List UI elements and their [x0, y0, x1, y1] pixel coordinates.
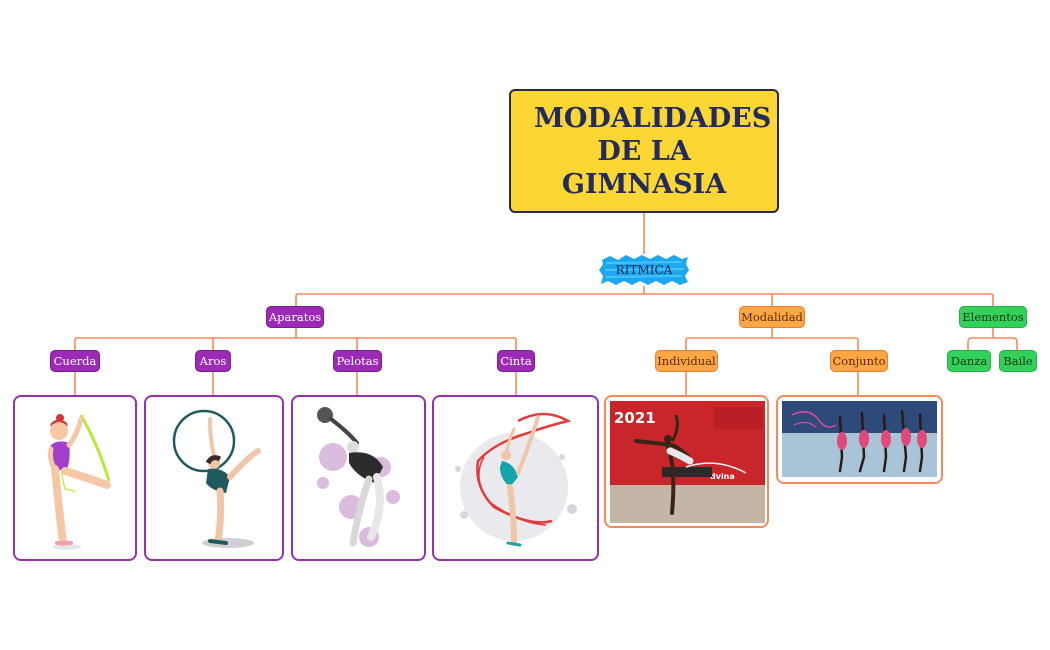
cinta-image[interactable]	[432, 395, 599, 561]
node-baile-label: Baile	[1003, 354, 1033, 368]
node-danza[interactable]: Danza	[947, 350, 991, 372]
node-cuerda[interactable]: Cuerda	[50, 350, 100, 372]
ribbon-gymnast-illustration	[455, 412, 577, 547]
node-modalidad[interactable]: Modalidad	[739, 306, 805, 328]
title-box[interactable]: MODALIDADES DE LA GIMNASIA	[509, 89, 779, 213]
node-aros-label: Aros	[199, 354, 227, 368]
rope-gymnast-illustration	[48, 414, 111, 550]
photo-banner-text: dvina	[710, 472, 735, 481]
node-elementos[interactable]: Elementos	[959, 306, 1027, 328]
node-aparatos-label: Aparatos	[268, 310, 322, 324]
hoop-gymnast-illustration	[172, 409, 261, 548]
root-node-ritmica[interactable]: RITMICA	[598, 254, 690, 286]
node-aros[interactable]: Aros	[195, 350, 231, 372]
pelotas-image[interactable]	[291, 395, 426, 561]
node-cinta[interactable]: Cinta	[497, 350, 535, 372]
diagram-title: MODALIDADES DE LA GIMNASIA	[534, 102, 772, 200]
node-cinta-label: Cinta	[500, 354, 532, 368]
photo-banner-year: 2021	[614, 409, 656, 427]
ball-gymnast-illustration	[317, 407, 400, 547]
scribble-highlight	[599, 255, 689, 285]
node-pelotas-label: Pelotas	[336, 354, 379, 368]
conjunto-photo[interactable]	[776, 395, 943, 484]
node-aparatos[interactable]: Aparatos	[266, 306, 324, 328]
node-baile[interactable]: Baile	[999, 350, 1037, 372]
node-cuerda-label: Cuerda	[53, 354, 97, 368]
node-elementos-label: Elementos	[962, 310, 1024, 324]
cuerda-image[interactable]	[13, 395, 137, 561]
node-individual-label: Individual	[657, 354, 716, 368]
node-conjunto[interactable]: Conjunto	[830, 350, 888, 372]
node-danza-label: Danza	[950, 354, 988, 368]
node-conjunto-label: Conjunto	[832, 354, 886, 368]
root-label: RITMICA	[615, 263, 673, 277]
node-individual[interactable]: Individual	[655, 350, 718, 372]
individual-gymnast-photo: 2021 dvina	[606, 397, 767, 526]
aros-image[interactable]	[144, 395, 284, 561]
individual-photo[interactable]: 2021 dvina	[604, 395, 769, 528]
node-modalidad-label: Modalidad	[741, 310, 803, 324]
group-gymnasts-photo	[778, 397, 941, 482]
node-pelotas[interactable]: Pelotas	[333, 350, 382, 372]
